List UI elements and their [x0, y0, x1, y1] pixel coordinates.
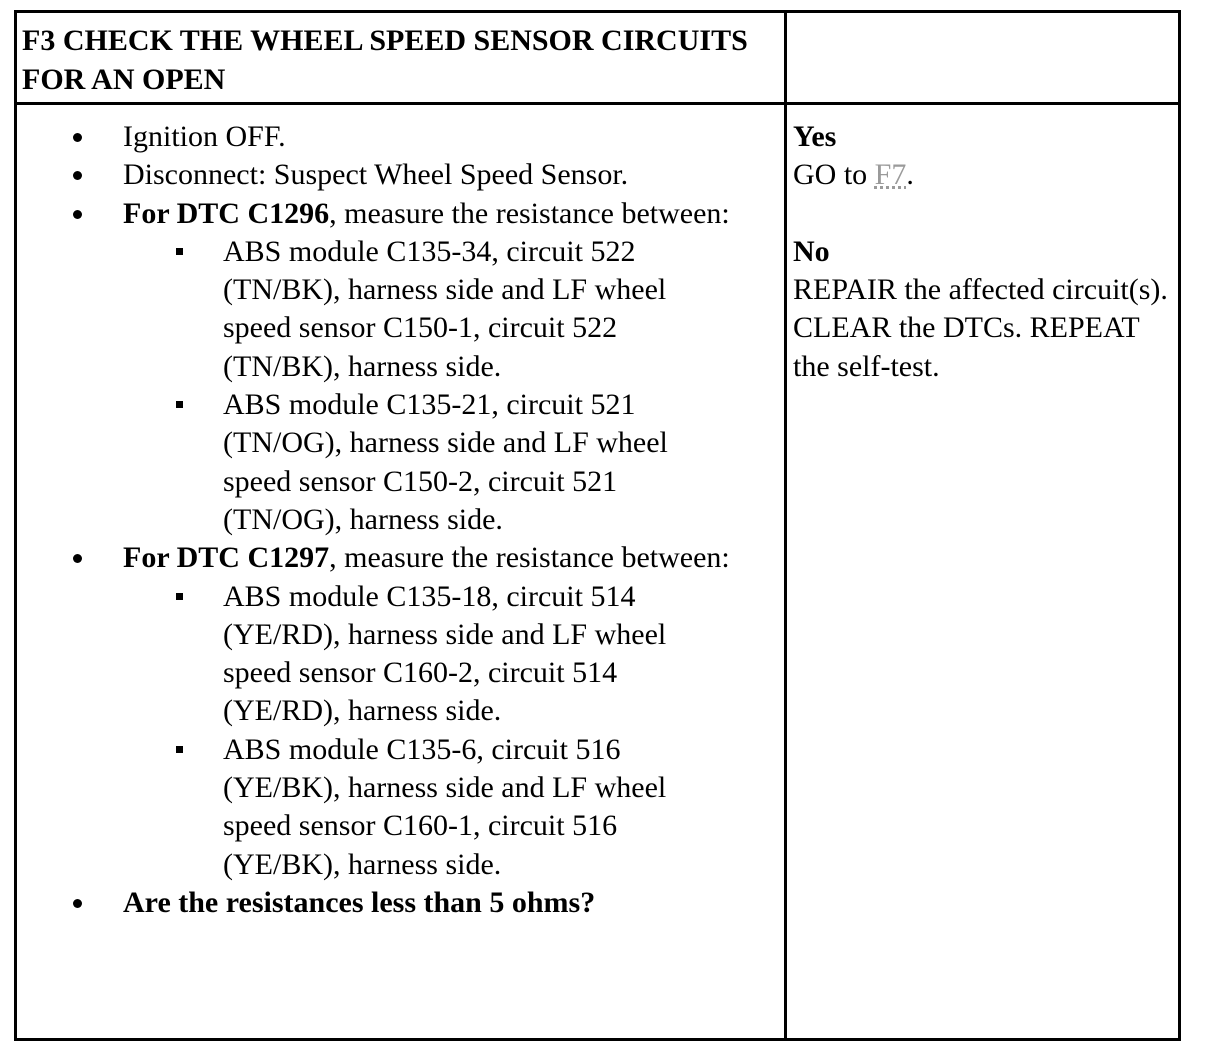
- sub-list-item: ABS module C135-21, circuit 521 (TN/OG),…: [123, 386, 723, 539]
- yes-answer: Yes GO to F7.: [793, 118, 1170, 195]
- procedure-cell: Ignition OFF. Disconnect: Suspect Wheel …: [17, 105, 784, 1038]
- yes-instruction: GO to F7.: [793, 156, 1170, 194]
- sub-step-text: ABS module C135-6, circuit 516 (YE/BK), …: [223, 732, 667, 881]
- header-empty-cell: [788, 13, 1178, 102]
- square-bullet-icon: [176, 592, 183, 600]
- sub-list: ABS module C135-34, circuit 522 (TN/BK),…: [123, 233, 784, 539]
- step-text: Ignition OFF.: [123, 120, 286, 153]
- step-text: , measure the resistance between:: [329, 541, 730, 575]
- no-label: No: [793, 234, 830, 268]
- step-text: , measure the resistance between:: [329, 196, 730, 230]
- answer-cell: Yes GO to F7. No REPAIR the affected cir…: [793, 118, 1170, 386]
- yes-text: GO to: [793, 158, 875, 192]
- square-bullet-icon: [176, 401, 183, 409]
- question-text: Are the resistances less than 5 ohms?: [123, 885, 596, 919]
- no-instruction: REPAIR the affected circuit(s). CLEAR th…: [793, 273, 1168, 383]
- sub-step-text: ABS module C135-21, circuit 521 (TN/OG),…: [223, 388, 668, 536]
- list-item: For DTC C1297, measure the resistance be…: [17, 539, 784, 884]
- square-bullet-icon: [176, 247, 183, 255]
- list-item: Disconnect: Suspect Wheel Speed Sensor.: [17, 156, 784, 194]
- sub-list-item: ABS module C135-18, circuit 514 (YE/RD),…: [123, 578, 723, 731]
- no-answer: No REPAIR the affected circuit(s). CLEAR…: [793, 233, 1170, 386]
- square-bullet-icon: [176, 745, 183, 753]
- yes-label: Yes: [793, 120, 837, 153]
- column-divider: [784, 13, 787, 1038]
- procedure-list: Ignition OFF. Disconnect: Suspect Wheel …: [17, 118, 784, 922]
- bullet-icon: [73, 133, 82, 142]
- bullet-icon: [73, 209, 82, 219]
- dtc-label: For DTC C1296: [123, 196, 330, 230]
- sub-list: ABS module C135-18, circuit 514 (YE/RD),…: [123, 578, 784, 884]
- f7-link[interactable]: F7: [874, 158, 907, 192]
- list-item: Are the resistances less than 5 ohms?: [17, 884, 784, 922]
- step-text: Disconnect: Suspect Wheel Speed Sensor.: [123, 158, 629, 192]
- sub-list-item: ABS module C135-6, circuit 516 (YE/BK), …: [123, 731, 723, 884]
- bullet-icon: [73, 171, 82, 181]
- dtc-label: For DTC C1297: [123, 541, 330, 575]
- step-title: F3 CHECK THE WHEEL SPEED SENSOR CIRCUITS…: [22, 24, 748, 96]
- diagnostic-step-table: F3 CHECK THE WHEEL SPEED SENSOR CIRCUITS…: [14, 10, 1181, 1041]
- spacer: [793, 195, 1170, 233]
- list-item: Ignition OFF.: [17, 118, 784, 156]
- bullet-icon: [73, 554, 82, 564]
- list-item: For DTC C1296, measure the resistance be…: [17, 195, 784, 540]
- yes-text-suffix: .: [906, 158, 914, 192]
- row-divider: [17, 102, 1178, 105]
- bullet-icon: [73, 898, 82, 908]
- sub-list-item: ABS module C135-34, circuit 522 (TN/BK),…: [123, 233, 723, 386]
- sub-step-text: ABS module C135-34, circuit 522 (TN/BK),…: [223, 234, 667, 383]
- sub-step-text: ABS module C135-18, circuit 514 (YE/RD),…: [223, 579, 667, 728]
